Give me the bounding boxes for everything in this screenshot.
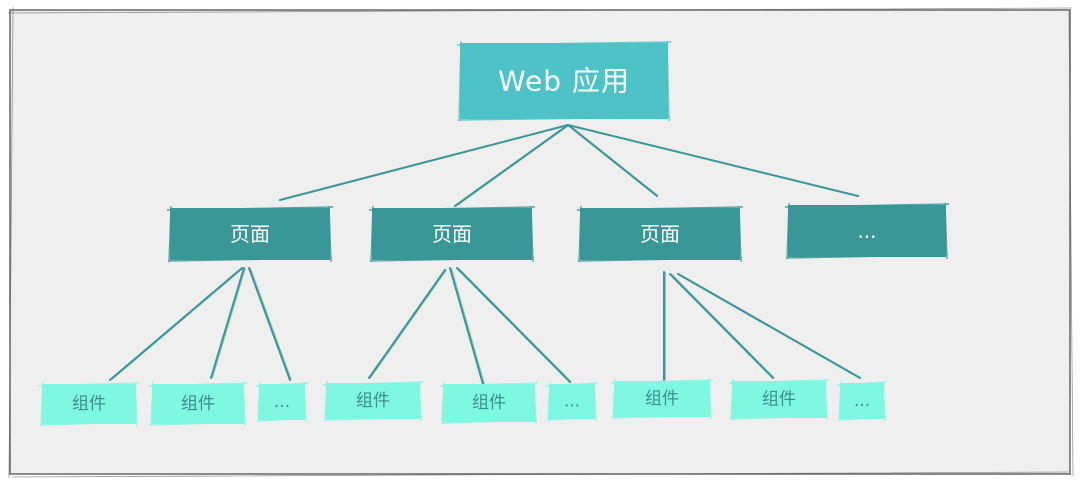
component-node-3-2: 组件 (728, 378, 830, 421)
page-node-4: ... (784, 202, 950, 260)
page-node-3-shape (580, 208, 740, 260)
edge-page-1-to-component-2 (210, 267, 245, 379)
edge-page-2-to-component-2 (449, 267, 484, 385)
page-node-4-sketch (784, 202, 950, 260)
page-node-4-shape (788, 205, 946, 257)
component-node-3-3: ... (836, 380, 888, 422)
edge-page-2-to-component-2-sketch (451, 267, 485, 385)
component-node-2-2: 组件 (439, 381, 539, 425)
component-node-1-1: 组件 (38, 381, 140, 427)
component-node-1-3-shape (259, 384, 305, 420)
component-node-2-1-sketch (322, 380, 424, 422)
edge-page-1-to-component-3 (248, 267, 291, 381)
component-node-1-2-label: 组件 (181, 394, 215, 414)
component-node-2-2-shape (443, 384, 535, 422)
component-node-1-1-label: 组件 (72, 394, 106, 414)
component-node-1-3: ... (255, 381, 309, 423)
diagram-frame-sketch (7, 6, 1074, 479)
page-node-3: 页面 (576, 205, 744, 263)
edge-root-to-page-3-sketch (569, 124, 659, 197)
edge-root-to-page-1-sketch (281, 124, 570, 201)
component-node-1-3-sketch (255, 381, 309, 423)
component-node-3-3-shape (840, 383, 884, 419)
edge-root-to-page-4-sketch (569, 124, 860, 197)
edge-page-3-to-component-3-sketch (679, 273, 862, 379)
edge-page-1-to-component-1 (109, 267, 243, 381)
component-node-3-1: 组件 (610, 378, 714, 420)
page-node-1-label: 页面 (230, 222, 270, 246)
component-node-3-2-sketch (728, 378, 830, 421)
page-node-1-sketch (166, 205, 334, 263)
root-node-label: Web 应用 (498, 65, 630, 98)
root-node-sketch (456, 40, 672, 122)
component-node-1-1-shape (42, 384, 136, 424)
edge-page-3-to-component-2-sketch (671, 273, 775, 379)
edge-page-2-to-component-3 (456, 267, 571, 383)
edge-page-1-to-component-2-sketch (212, 267, 246, 379)
edge-layer (109, 124, 862, 385)
component-node-3-3-label: ... (854, 391, 870, 411)
component-node-2-3-shape (549, 384, 595, 419)
component-node-2-2-sketch (439, 381, 539, 425)
edge-page-2-to-component-1-sketch (370, 269, 447, 379)
page-node-4-label: ... (857, 219, 876, 243)
page-node-2-shape (372, 208, 532, 260)
component-node-1-2-sketch (148, 381, 248, 427)
page-node-3-label: 页面 (640, 222, 680, 246)
edge-root-to-page-2 (454, 124, 569, 207)
component-node-1-2-shape (152, 384, 244, 424)
component-node-1-1-sketch (38, 381, 140, 427)
edge-page-1-to-component-1-sketch (111, 267, 244, 381)
component-node-2-1: 组件 (322, 380, 424, 422)
page-node-2-sketch (368, 205, 536, 263)
component-node-2-3: ... (545, 381, 599, 422)
component-node-1-3-label: ... (274, 392, 290, 412)
component-node-2-3-label: ... (564, 392, 580, 412)
page-node-1: 页面 (166, 205, 334, 263)
edge-page-2-to-component-1 (368, 269, 446, 379)
edge-page-3-to-component-3 (677, 273, 861, 379)
page-node-2-label: 页面 (432, 222, 472, 246)
component-node-3-2-shape (732, 381, 826, 418)
page-node-2: 页面 (368, 205, 536, 263)
component-node-2-1-shape (326, 383, 420, 419)
edge-page-1-to-component-3-sketch (250, 267, 292, 381)
component-node-2-3-sketch (545, 381, 599, 422)
component-node-2-2-label: 组件 (472, 393, 506, 413)
component-node-3-3-sketch (836, 380, 888, 422)
edge-page-3-to-component-2 (669, 273, 774, 379)
edge-root-to-page-2-sketch (456, 124, 570, 207)
edge-root-to-page-3 (567, 124, 658, 197)
root-node: Web 应用 (456, 40, 672, 122)
root-node-shape (460, 43, 668, 119)
component-node-2-1-label: 组件 (356, 391, 390, 411)
page-node-1-shape (170, 208, 330, 260)
component-node-1-2: 组件 (148, 381, 248, 427)
component-node-3-1-sketch (610, 378, 714, 420)
component-node-3-2-label: 组件 (762, 390, 796, 410)
page-node-3-sketch (576, 205, 744, 263)
edge-page-2-to-component-3-sketch (458, 267, 572, 383)
component-node-3-1-label: 组件 (645, 389, 679, 409)
component-node-3-1-shape (614, 381, 710, 417)
